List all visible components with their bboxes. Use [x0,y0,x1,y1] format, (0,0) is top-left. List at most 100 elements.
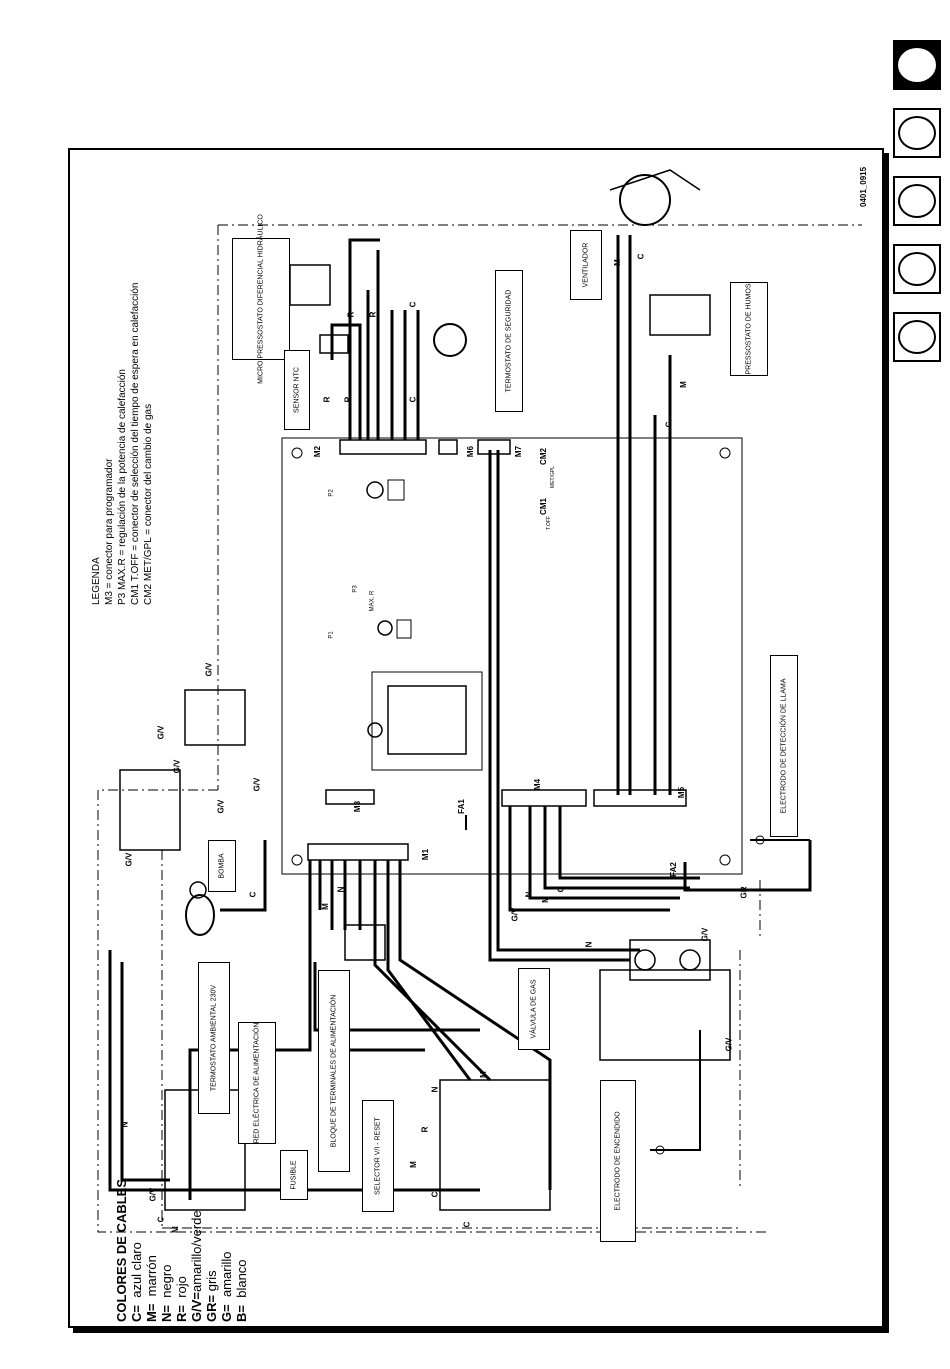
board-label-m7: M7 [514,445,524,458]
wire-tag-gv: G/V [124,852,134,867]
legend-line: M3 = conector para programador [104,458,115,605]
wire-tag-gv: G/V [172,759,182,774]
cable-code: C= [129,1305,144,1322]
board-label-m2: M2 [313,445,323,458]
oval-icon [898,252,936,286]
cable-code: N= [159,1305,174,1322]
board-label-m3: M3 [353,800,363,813]
cable-code: G/V= [189,1292,204,1322]
board-label-max-r: MAX. R [369,590,376,612]
wiring-diagram [97,169,862,1233]
wire-tag-r: R [322,396,332,403]
wire-tag-m: M [612,259,622,266]
legend-title: LEGENDA [91,557,102,605]
cable-color: amarillo/verde [189,1210,204,1292]
board-label-m1: M1 [421,848,431,861]
board-label-fa1: FA1 [456,799,466,814]
wire-tag-gv: G/V [216,799,226,814]
wire-tag-gv: G/V [700,927,710,942]
doc-code: 0401_0915 [859,166,868,207]
label-red-electrica: RED ELÉCTRICA DE ALIMENTACIÓN [238,1022,276,1144]
cable-color: azul claro [129,1242,144,1298]
board-label-cm2: CM2 [538,448,548,465]
oval-icon [898,48,936,82]
legend-line: P3 MAX.R = regulación de la potencia de … [117,369,128,605]
legend-line: CM1 T.OFF = conector de selección del ti… [130,282,141,606]
board-label-t-off: T.OFF [545,516,552,530]
label-electrodo-encendido: ELECTRODO DE ENCENDIDO [600,1080,636,1242]
cable-color: rojo [174,1276,189,1298]
wire-tag-gv: G/V [252,777,262,792]
wire-tag-n: N [430,1086,440,1093]
wire-tag-n: N [524,891,534,898]
legend-line: CM2 MET/GPL = conector del cambio de gas [143,403,154,605]
wire-tag-r: R [368,311,378,318]
wire-tag-c: C [462,1221,472,1228]
wire-tag-r: R [346,311,356,318]
cable-code: B= [234,1305,249,1322]
wire-tag-c: C [248,891,258,898]
tab-5[interactable] [893,312,941,362]
wire-tag-n: N [584,941,594,948]
wire-tag-c: C [430,1191,440,1198]
label-ventilador: VENTILADOR [570,230,602,300]
board-label-p3: P3 [352,585,359,593]
board-label-p2: P2 [328,489,335,497]
wire-tag-m: M [408,1161,418,1168]
cable-color: marrón [144,1255,159,1297]
label-bomba: BOMBA [208,840,236,892]
wire-tag-gr: GR [739,886,749,899]
label-bloque-terminales: BLOQUE DE TERMINALES DE ALIMENTACIÓN [318,970,350,1172]
board-label-met-gpl: MET/GPL [549,466,556,488]
wire-tag-m: M [320,903,330,910]
board-label-m5: M5 [677,786,687,799]
cable-code: GR= [204,1294,219,1322]
wire-tag-c: C [556,886,566,893]
wire-tag-gv: G/V [204,662,214,677]
wire-tag-gv: G/V [156,725,166,740]
board-label-cm1: CM1 [538,498,548,515]
wire-tag-c: C [664,421,674,428]
tab-2[interactable] [893,108,941,158]
tab-3[interactable] [893,176,941,226]
label-termostato-seguridad: TERMOSTATO DE SEGURIDAD [495,270,523,412]
cable-code: R= [174,1305,189,1322]
wire-tag-r: R [343,396,353,403]
label-micro-presostato: MICRO PRESSOSTATO DIFERENCIAL HIDRÁULICO [232,214,290,384]
board-label-p1: P1 [328,631,335,639]
wire-tag-c: C [156,1216,166,1223]
wire-tag-c: C [408,301,418,308]
cable-code: G= [219,1304,234,1322]
legend: LEGENDA M3 = conector para programador P… [90,283,155,606]
board-label-m4: M4 [533,778,543,791]
label-sensor-ntc: SENSOR NTC [284,350,310,430]
label-presostato-humos: PRESSOSTATO DE HUMOS [730,282,768,376]
label-electrodo-llama: ELECTRODO DE DETECCIÓN DE LLAMA [770,655,798,837]
wire-tag-m: M [678,381,688,388]
oval-icon [898,184,936,218]
label-termostato-ambiental: TERMOSTATO AMBIENTAL 230V [198,962,230,1114]
oval-icon [898,116,936,150]
cable-code: M= [144,1303,159,1322]
wire-tag-m: M [478,1071,488,1078]
wire-tag-m: M [170,1226,180,1233]
tab-1[interactable] [893,40,941,90]
label-valvula-gas: VÁLVULA DE GAS [518,968,550,1050]
tab-4[interactable] [893,244,941,294]
wire-tag-c: C [636,253,646,260]
cable-colors-title: COLORES DE CABLES [114,1178,129,1322]
cable-color: gris [204,1270,219,1292]
wiring-diagram-frame: 0401_0915 LEGENDA M3 = conector para pro… [68,148,884,1328]
board-label-m6: M6 [466,445,476,458]
wire-tag-gv: G/V [510,907,520,922]
wire-tag-n: N [336,886,346,893]
wire-tag-n: N [120,1121,130,1128]
wire-tag-gv: G/V [724,1037,734,1052]
cable-colors: COLORES DE CABLES C= azul claro M= marró… [114,1179,249,1322]
label-selector: SELECTOR V/I - RESET [362,1100,394,1212]
oval-icon [898,320,936,354]
board-label-fa2: FA2 [668,862,678,877]
wire-tag-gv: G/V [148,1187,158,1202]
label-fusible: FUSIBLE [280,1150,308,1200]
cable-color: amarillo [219,1251,234,1298]
